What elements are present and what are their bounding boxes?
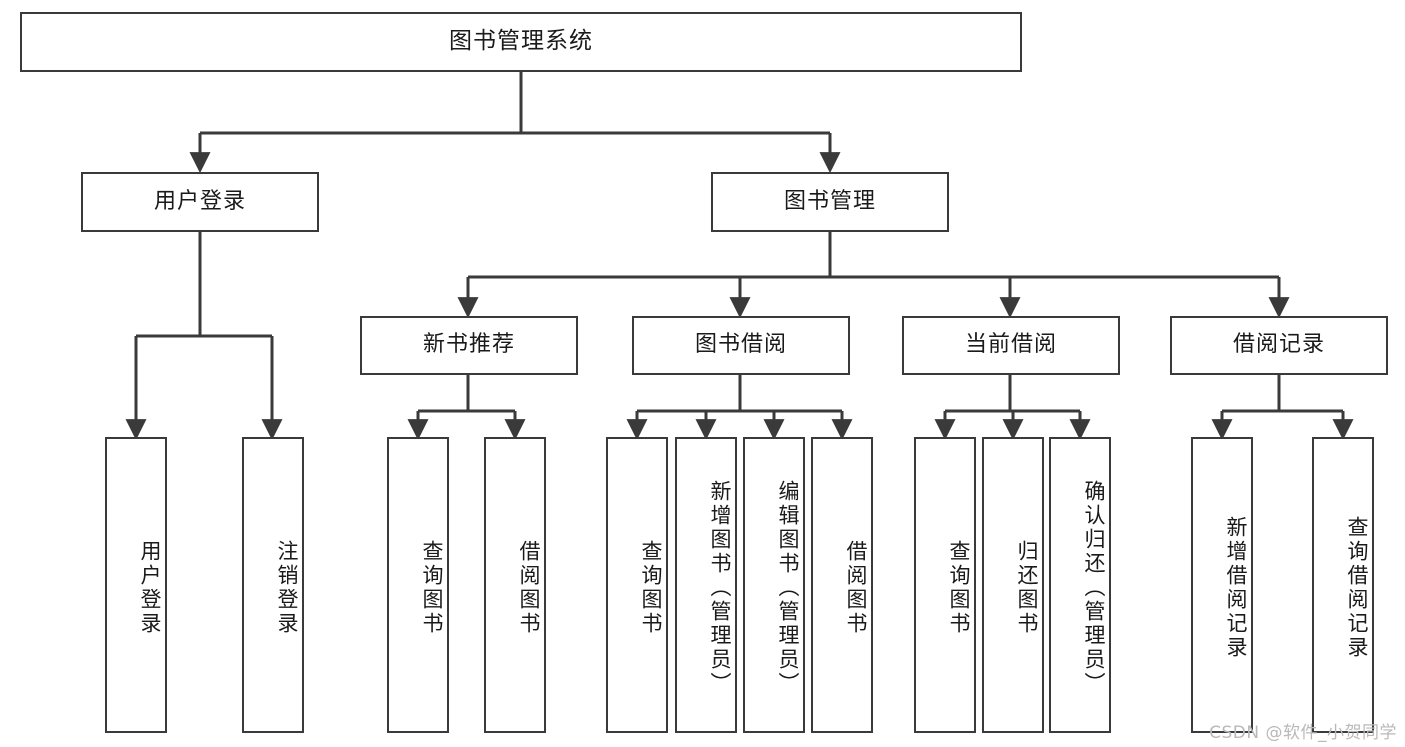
- leaf-label: 注销登录: [275, 540, 299, 636]
- leaf-book-borrow-borrow[interactable]: 借阅图书: [811, 437, 873, 733]
- leaf-book-borrow-query[interactable]: 查询图书: [606, 437, 668, 733]
- node-root[interactable]: 图书管理系统: [20, 12, 1022, 72]
- leaf-label: 归还图书: [1015, 540, 1039, 636]
- leaf-label: 查询图书: [420, 540, 444, 636]
- leaf-label: 查询借阅记录: [1345, 516, 1369, 660]
- leaf-current-borrow-return[interactable]: 归还图书: [982, 437, 1044, 733]
- leaf-label: 查询图书: [947, 540, 971, 636]
- watermark: CSDN @软件_小贺同学: [1209, 723, 1397, 743]
- leaf-current-borrow-confirm-return[interactable]: 确认归还（管理员）: [1049, 437, 1111, 733]
- leaf-book-borrow-edit[interactable]: 编辑图书（管理员）: [743, 437, 805, 733]
- node-book-borrow[interactable]: 图书借阅: [632, 316, 850, 375]
- leaf-label: 借阅图书: [517, 540, 541, 636]
- node-book-management[interactable]: 图书管理: [711, 172, 949, 232]
- leaf-user-login-login[interactable]: 用户登录: [105, 437, 167, 733]
- node-new-book-recommend[interactable]: 新书推荐: [360, 316, 578, 375]
- leaf-current-borrow-query[interactable]: 查询图书: [914, 437, 976, 733]
- leaf-label: 编辑图书（管理员）: [776, 480, 800, 696]
- leaf-label: 用户登录: [138, 540, 162, 636]
- leaf-label: 新增借阅记录: [1224, 516, 1248, 660]
- leaf-label: 新增图书（管理员）: [708, 480, 732, 696]
- leaf-new-book-borrow[interactable]: 借阅图书: [484, 437, 546, 733]
- leaf-book-borrow-add[interactable]: 新增图书（管理员）: [675, 437, 737, 733]
- leaf-borrow-record-add[interactable]: 新增借阅记录: [1191, 437, 1253, 733]
- leaf-label: 借阅图书: [844, 540, 868, 636]
- node-user-login[interactable]: 用户登录: [81, 172, 319, 232]
- leaf-new-book-query[interactable]: 查询图书: [387, 437, 449, 733]
- leaf-label: 查询图书: [639, 540, 663, 636]
- leaf-borrow-record-query[interactable]: 查询借阅记录: [1312, 437, 1374, 733]
- leaf-user-login-logout[interactable]: 注销登录: [242, 437, 304, 733]
- leaf-label: 确认归还（管理员）: [1082, 480, 1106, 696]
- node-borrow-record[interactable]: 借阅记录: [1170, 316, 1388, 375]
- node-current-borrow[interactable]: 当前借阅: [902, 316, 1120, 375]
